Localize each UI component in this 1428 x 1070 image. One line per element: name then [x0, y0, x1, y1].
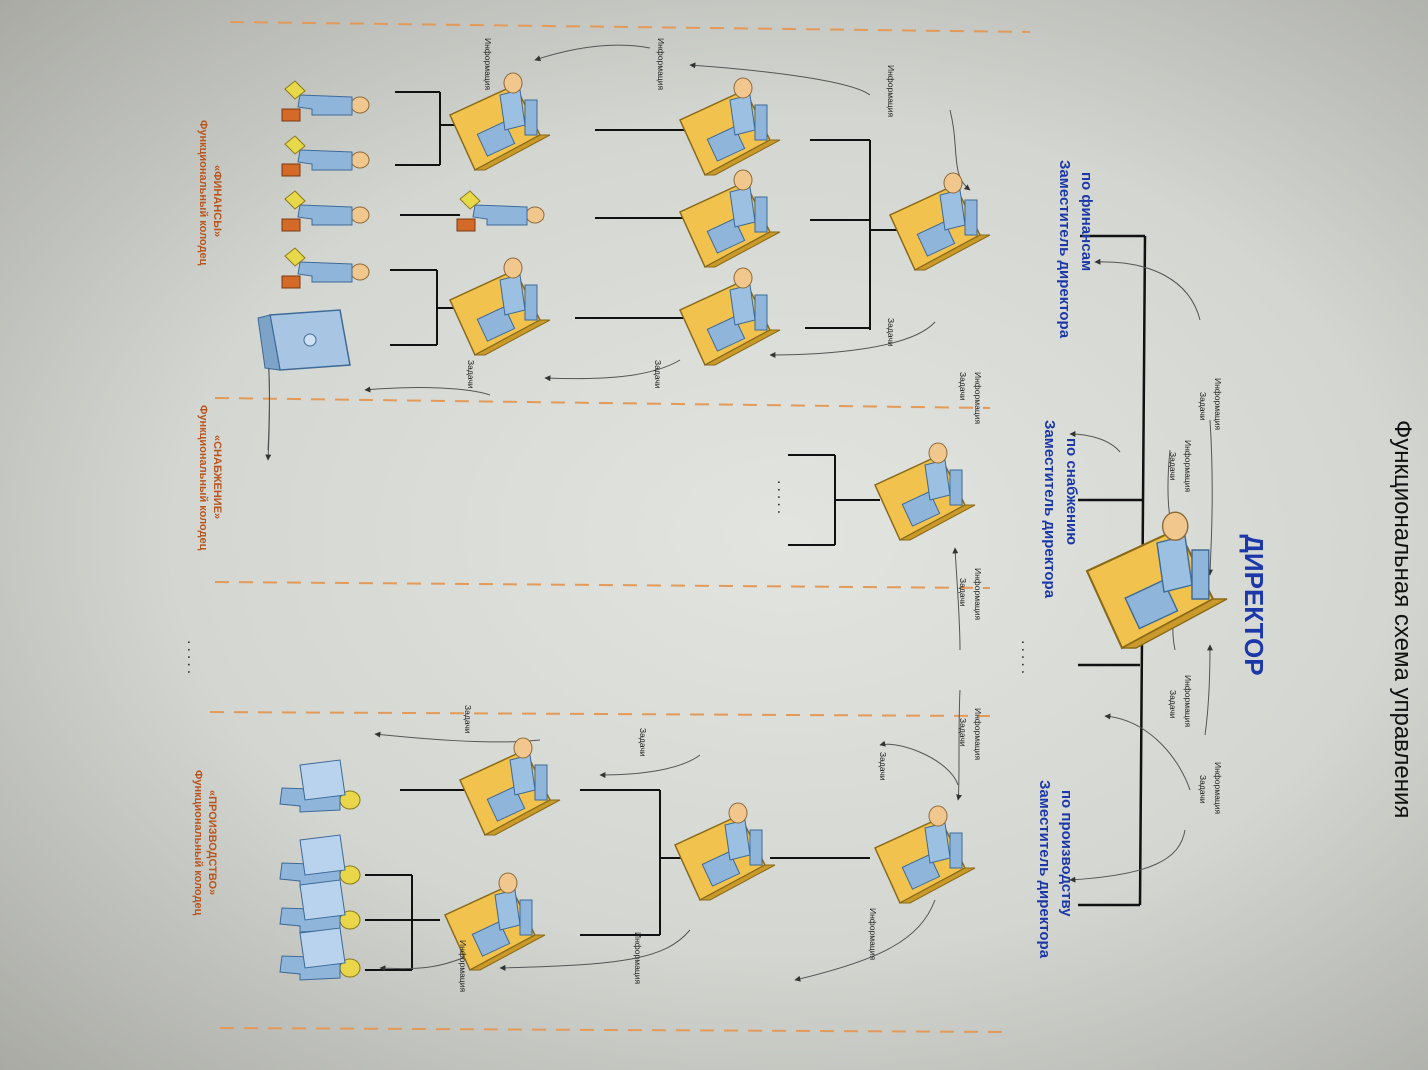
well-labels: Функциональный колодец «ФИНАНСЫ» Функцио…	[192, 120, 223, 918]
flow-info-label: Информация	[1213, 378, 1223, 430]
flow-info-label: Информация	[656, 38, 666, 90]
finance-staff-1-icon	[449, 72, 551, 171]
flow-info-label: Информация	[483, 38, 493, 90]
flow-tasks-label: Задачи	[463, 705, 473, 734]
column-dividers	[209, 21, 1031, 1033]
well-supply-label: Функциональный колодец «СНАБЖЕНИЕ»	[197, 405, 223, 553]
machine-icon	[257, 309, 351, 371]
deputies: Заместитель директора по финансам Замест…	[1018, 160, 1095, 962]
production-worker-3-icon	[279, 879, 361, 933]
production-worker-1-icon	[279, 759, 361, 813]
flow-info-label: Информация	[1183, 440, 1193, 492]
flow-info-label: Информация	[633, 932, 643, 984]
well-finance-label: Функциональный колодец «ФИНАНСЫ»	[197, 120, 223, 268]
flow-info-label: Информация	[458, 940, 468, 992]
flow-tasks-label: Задачи	[878, 752, 888, 781]
flow-info-label: Информация	[868, 908, 878, 960]
flow-tasks-label: Задачи	[958, 718, 968, 747]
production-connectors	[365, 789, 870, 971]
flow-tasks-label: Задачи	[886, 318, 896, 347]
flow-tasks-label: Задачи	[466, 360, 476, 389]
divider-supply-middle	[214, 581, 991, 589]
flow-info-label: Информация	[973, 708, 983, 760]
supply-manager-icon	[874, 442, 976, 541]
finance-lead-2-icon	[679, 169, 781, 268]
flow-info-label: Информация	[886, 65, 896, 117]
well-ellipsis: .....	[184, 640, 201, 677]
finance-manager-icon	[889, 172, 991, 271]
production-lead-icon	[674, 802, 776, 901]
deputy-production-label: Заместитель директора по производству	[1036, 780, 1075, 962]
flow-tasks-label: Задачи	[958, 372, 968, 401]
production-worker-4-icon	[279, 927, 361, 981]
finance-worker-3-icon	[281, 190, 370, 232]
finance-lead-3-icon	[679, 267, 781, 366]
flow-tasks-label: Задачи	[1198, 775, 1208, 804]
flow-tasks-label: Задачи	[1198, 392, 1208, 421]
finance-worker-2-icon	[281, 135, 370, 177]
flow-text-labels: Информация Задачи Информация Задачи Инфо…	[458, 38, 1223, 992]
deputy-finance-label: Заместитель директора по финансам	[1056, 160, 1095, 342]
finance-worker-4-icon	[456, 190, 545, 232]
flow-info-label: Информация	[973, 568, 983, 620]
flow-tasks-label: Задачи	[653, 360, 663, 389]
flow-tasks-label: Задачи	[1168, 452, 1178, 481]
finance-worker-1-icon	[281, 80, 370, 122]
flow-info-label: Информация	[973, 372, 983, 424]
flow-arrows	[265, 44, 1214, 982]
flow-info-label: Информация	[1213, 762, 1223, 814]
finance-worker-5-icon	[281, 247, 370, 289]
flow-tasks-label: Задачи	[1168, 690, 1178, 719]
deputy-ellipsis: .....	[1018, 640, 1035, 677]
finance-staff-2-icon	[449, 257, 551, 356]
finance-lead-1-icon	[679, 77, 781, 176]
supply-staff-ellipsis: .....	[774, 480, 791, 517]
supply-connectors	[788, 454, 880, 546]
divider-middle-production	[209, 711, 991, 717]
production-manager-icon	[874, 805, 976, 904]
director-node: ДИРЕКТОР	[1085, 511, 1269, 676]
production-workers	[279, 759, 361, 981]
production-staff-1-icon	[459, 737, 561, 836]
director-label: ДИРЕКТОР	[1239, 534, 1269, 675]
flow-tasks-label: Задачи	[958, 578, 968, 607]
divider-finance-supply	[214, 397, 991, 409]
director-desk-icon	[1085, 511, 1229, 650]
divider-top	[229, 21, 1031, 33]
well-production-label: Функциональный колодец «ПРОИЗВОДСТВО»	[192, 770, 218, 918]
flow-info-label: Информация	[1183, 675, 1193, 727]
production-worker-2-icon	[279, 834, 361, 888]
divider-bottom	[219, 1027, 1011, 1033]
flow-tasks-label: Задачи	[638, 728, 648, 757]
deputy-supply-label: Заместитель директора по снабжению	[1041, 420, 1080, 602]
page-title: Функциональная схема управления	[1389, 420, 1416, 818]
